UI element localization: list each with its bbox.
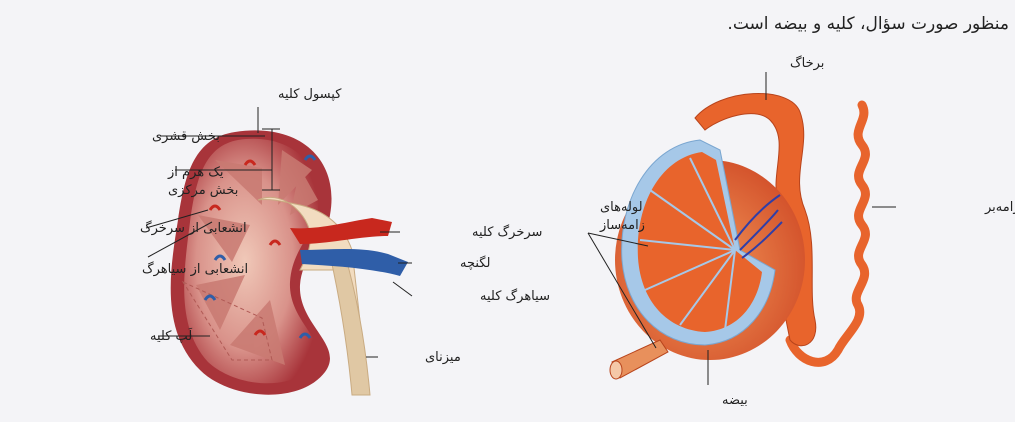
- label-pyramid-line1: یک هرم از: [167, 165, 224, 180]
- label-renal-artery: سرخرگ کلیه: [472, 223, 542, 240]
- label-epididymis: برخاگ: [790, 54, 824, 71]
- label-ureter: میزنای: [425, 350, 461, 365]
- label-renal-vein: سیاهرگ کلیه: [480, 287, 550, 304]
- label-tubules-line1: لوله‌های: [600, 200, 643, 215]
- label-tubules-line2: زامه‌ساز: [599, 218, 645, 233]
- label-vas-deferens: مجرای زامه‌بر: [984, 200, 1015, 215]
- testis-illustration: [610, 93, 865, 379]
- label-kidney-lobe: لَپ کلیه: [150, 327, 193, 344]
- label-pyramid-line2: بخش مرکزی: [168, 183, 238, 198]
- label-cortex: بخش قشری: [152, 129, 220, 144]
- label-testis: بیضه: [722, 393, 748, 408]
- testis-tube-end: [610, 361, 622, 379]
- label-artery-branch: انشعابی از سرخرگ: [140, 219, 247, 236]
- label-kidney-capsule: کپسول کلیه: [278, 87, 342, 102]
- ureter-tube: [330, 255, 370, 395]
- label-pelvis: لگنچه: [460, 255, 490, 271]
- label-vein-branch: انشعابی از سیاهرگ: [142, 260, 248, 277]
